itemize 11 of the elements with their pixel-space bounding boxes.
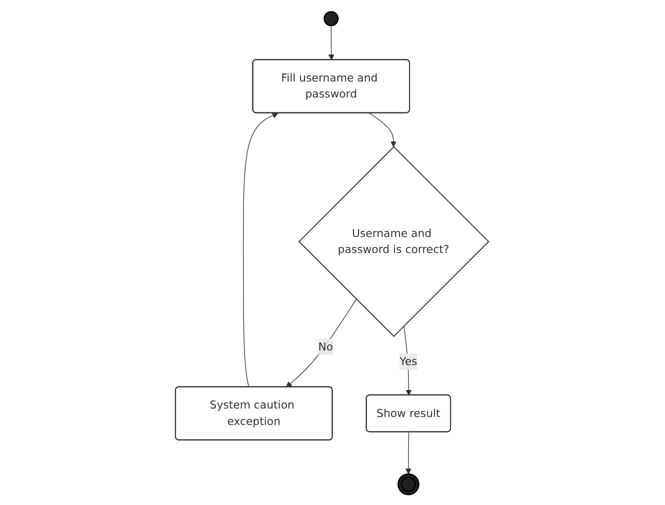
arrow	[404, 326, 412, 396]
arrow	[286, 298, 358, 388]
arrow	[328, 25, 335, 60]
arrow	[370, 112, 397, 148]
edge-label: No	[318, 340, 334, 354]
arrow	[243, 112, 279, 388]
node-circle	[398, 473, 420, 496]
node-circle	[324, 11, 340, 26]
node-diamond: Username and password is correct?	[298, 146, 490, 338]
edge-label: Yes	[400, 354, 418, 368]
arrow	[406, 432, 412, 474]
